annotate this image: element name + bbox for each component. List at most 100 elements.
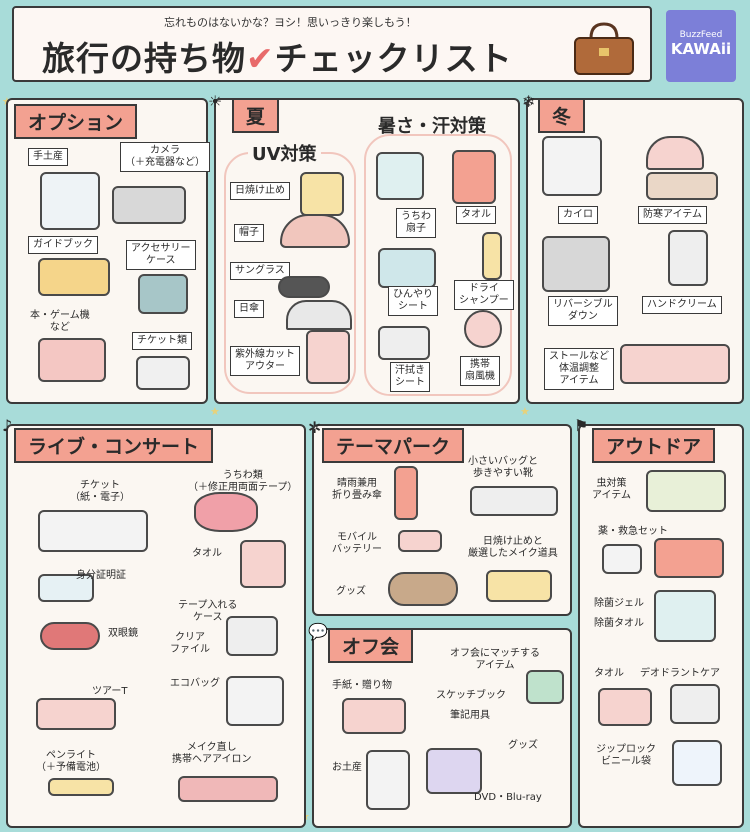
item-label: 手土産 [28,148,68,166]
sweat-title: 暑さ・汗対策 [378,116,486,137]
item-label: エコバッグ [170,678,220,689]
item-label: テープ入れる ケース [178,600,238,623]
sanitizer-illustration [654,590,716,642]
item-label: グッズ [336,586,366,597]
dry-shampoo-illustration [482,232,502,280]
winter-title: 冬 [538,98,586,133]
outdoor-panel: ⚑ アウトドア 虫対策 アイテム 薬・救急セット 除菌ジェル 除菌タオル タオル… [574,416,744,828]
item-label: ジップロック ビニール袋 [596,744,656,767]
heat-pack-illustration [542,136,602,196]
sun-icon: ☀ [208,92,223,111]
header-subtitle: 忘れものはないかな？ヨシ！思いっきり楽しもう！ [164,16,417,29]
wipes-illustration [378,326,430,360]
item-label: うちわ類 （＋修正用両面テープ） [188,470,298,493]
camera-illustration [112,186,186,224]
star-icon: ★ [210,405,220,418]
gloves-illustration [646,172,718,200]
dvd-illustration [426,748,482,794]
stole-illustration [620,344,730,384]
umbrella-illustration [394,466,418,520]
item-label: 日焼け止めと 厳選したメイク道具 [468,536,558,559]
item-label: 筆記用具 [450,710,490,721]
towel-illustration [598,688,652,726]
outdoor-title: アウトドア [592,428,716,463]
item-label: 帽子 [234,224,264,242]
offkai-panel: 💬 オフ会 オフ会にマッチする アイテム 手紙・贈り物 スケッチブック 筆記用具… [308,622,572,828]
item-label: アクセサリー ケース [126,240,196,270]
clear-file-illustration [226,616,278,656]
item-label: ペンライト （＋予備電池） [36,750,106,773]
parasol-illustration [286,300,352,330]
item-label: 紫外線カット アウター [230,346,300,376]
buzzfeed-kawaii-logo: BuzzFeed KAWAii [666,10,736,82]
item-label: 身分証明証 [76,570,126,581]
check-icon: ✔ [246,39,275,78]
game-console-illustration [38,338,106,382]
header: 忘れものはないかな？ヨシ！思いっきり楽しもう！ 旅行の持ち物✔チェックリスト [12,6,652,82]
id-card-illustration [38,574,94,602]
theme-park-panel: ✲ テーマパーク 晴雨兼用 折り畳み傘 小さいバッグと 歩きやすい靴 モバイル … [308,418,572,616]
item-label: ツアーT [92,686,128,697]
item-label: DVD・Blu-ray [474,792,542,803]
item-label: 手紙・贈り物 [332,680,392,691]
item-label: クリア ファイル [170,632,210,655]
ferris-wheel-icon: ✲ [308,418,322,437]
uv-title: UV対策 [248,140,321,166]
item-label: 携帯 扇風機 [460,356,500,386]
item-label: 晴雨兼用 折り畳み傘 [332,478,382,501]
letter-gift-illustration [342,698,406,734]
souvenir-bag-illustration [366,750,410,810]
character-goods-illustration [388,572,458,606]
item-label: スケッチブック [436,690,506,701]
item-label: メイク直し 携帯ヘアアイロン [172,742,252,765]
matching-item-illustration [526,670,564,704]
item-label: デオドラントケア [640,668,720,679]
bag-shoes-illustration [470,486,558,516]
eco-bag-illustration [226,676,284,726]
option-title: オプション [14,104,138,139]
handbag-icon [574,22,634,75]
speech-bubble-icon: 💬 [308,622,328,641]
item-label: 汗拭き シート [390,362,430,392]
star-icon: ★ [520,405,530,418]
item-label: ストールなど 体温調整 アイテム [544,348,614,390]
live-title: ライブ・コンサート [14,428,214,463]
music-note-icon: ♪ [2,416,13,435]
item-label: ガイドブック [28,236,98,254]
penlight-illustration [48,778,114,796]
live-panel: ♪ ライブ・コンサート チケット （紙・電子） うちわ類 （＋修正用両面テープ）… [2,416,306,828]
knit-hat-illustration [646,136,704,170]
medicine-illustration [602,544,642,574]
item-label: 日傘 [234,300,264,318]
item-label: 除菌ジェル [594,598,644,609]
item-label: ハンドクリーム [642,296,722,314]
hair-iron-illustration [178,776,278,802]
item-label: モバイル バッテリー [332,532,382,555]
snowflake-icon: ❄ [522,92,536,111]
handy-fan-illustration [464,310,502,348]
item-label: カメラ （＋充電器など） [120,142,210,172]
ticket-illustration [38,510,148,552]
item-label: チケット （紙・電子） [70,480,130,503]
bug-spray-illustration [646,470,726,512]
zip-bag-illustration [672,740,722,786]
item-label: チケット類 [132,332,192,350]
guidebook-illustration [38,258,110,296]
summer-panel: ☀ 夏 UV対策 暑さ・汗対策 日焼け止め 帽子 サングラス 日傘 紫外線カット… [208,92,520,404]
hand-cream-illustration [668,230,708,286]
item-label: 防寒アイテム [638,206,707,224]
item-label: お土産 [332,762,362,773]
tickets-illustration [136,356,190,390]
theme-park-title: テーマパーク [322,428,465,463]
item-label: 小さいバッグと 歩きやすい靴 [468,456,538,479]
item-label: リバーシブル ダウン [548,296,618,326]
tour-tshirt-illustration [36,698,116,730]
option-panel: オプション 手土産 カメラ （＋充電器など） ガイドブック アクセサリー ケース… [6,98,210,404]
towel-illustration [240,540,286,588]
summer-title: 夏 [232,98,280,133]
sweat-group [364,134,512,396]
item-label: 除菌タオル [594,618,644,629]
sunscreen-illustration [300,172,344,216]
item-label: タオル [456,206,496,224]
down-jacket-illustration [542,236,610,292]
